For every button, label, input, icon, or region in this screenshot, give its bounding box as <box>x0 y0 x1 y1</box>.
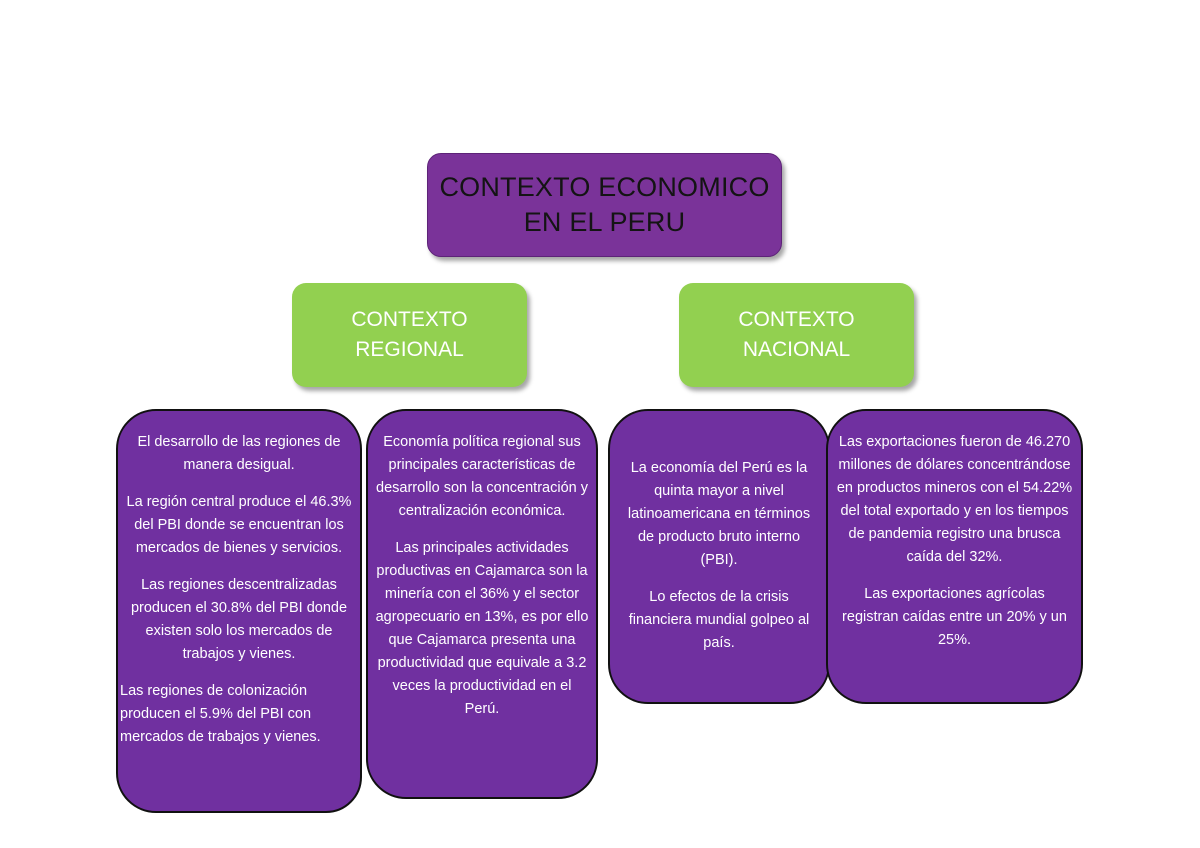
main-title-box: CONTEXTO ECONOMICO EN EL PERU <box>427 153 782 257</box>
branch-nacional-line-2: NACIONAL <box>742 338 851 361</box>
card-paragraph: Las regiones descentralizadas producen e… <box>130 577 348 662</box>
branch-regional-line-1: CONTEXTO <box>351 308 468 331</box>
card-paragraph: El desarrollo de las regiones de manera … <box>137 434 341 473</box>
card-paragraph: Las principales actividades productivas … <box>375 540 589 717</box>
card-paragraph: Las exportaciones agrícolas registran ca… <box>842 586 1067 648</box>
main-title-line-1: CONTEXTO ECONOMICO <box>439 172 770 202</box>
card-paragraph: Economía política regional sus principal… <box>376 434 588 519</box>
nacional-card-exportaciones: Las exportaciones fueron de 46.270 millo… <box>826 409 1083 704</box>
card-paragraph: Las regiones de colonización producen el… <box>120 683 321 745</box>
nacional-card-pbi: La economía del Perú es la quinta mayor … <box>608 409 830 704</box>
card-paragraph: La economía del Perú es la quinta mayor … <box>627 460 811 568</box>
regional-card-desarrollo: El desarrollo de las regiones de manera … <box>116 409 362 813</box>
main-title-line-2: EN EL PERU <box>523 207 686 237</box>
card-paragraph: Lo efectos de la crisis financiera mundi… <box>628 589 810 651</box>
branch-regional-box: CONTEXTO REGIONAL <box>292 283 527 387</box>
card-paragraph: Las exportaciones fueron de 46.270 millo… <box>836 434 1073 565</box>
card-paragraph: La región central produce el 46.3% del P… <box>126 494 352 556</box>
branch-regional-line-2: REGIONAL <box>355 338 464 361</box>
regional-card-economia: Economía política regional sus principal… <box>366 409 598 799</box>
branch-nacional-line-1: CONTEXTO <box>738 308 855 331</box>
branch-nacional-box: CONTEXTO NACIONAL <box>679 283 914 387</box>
